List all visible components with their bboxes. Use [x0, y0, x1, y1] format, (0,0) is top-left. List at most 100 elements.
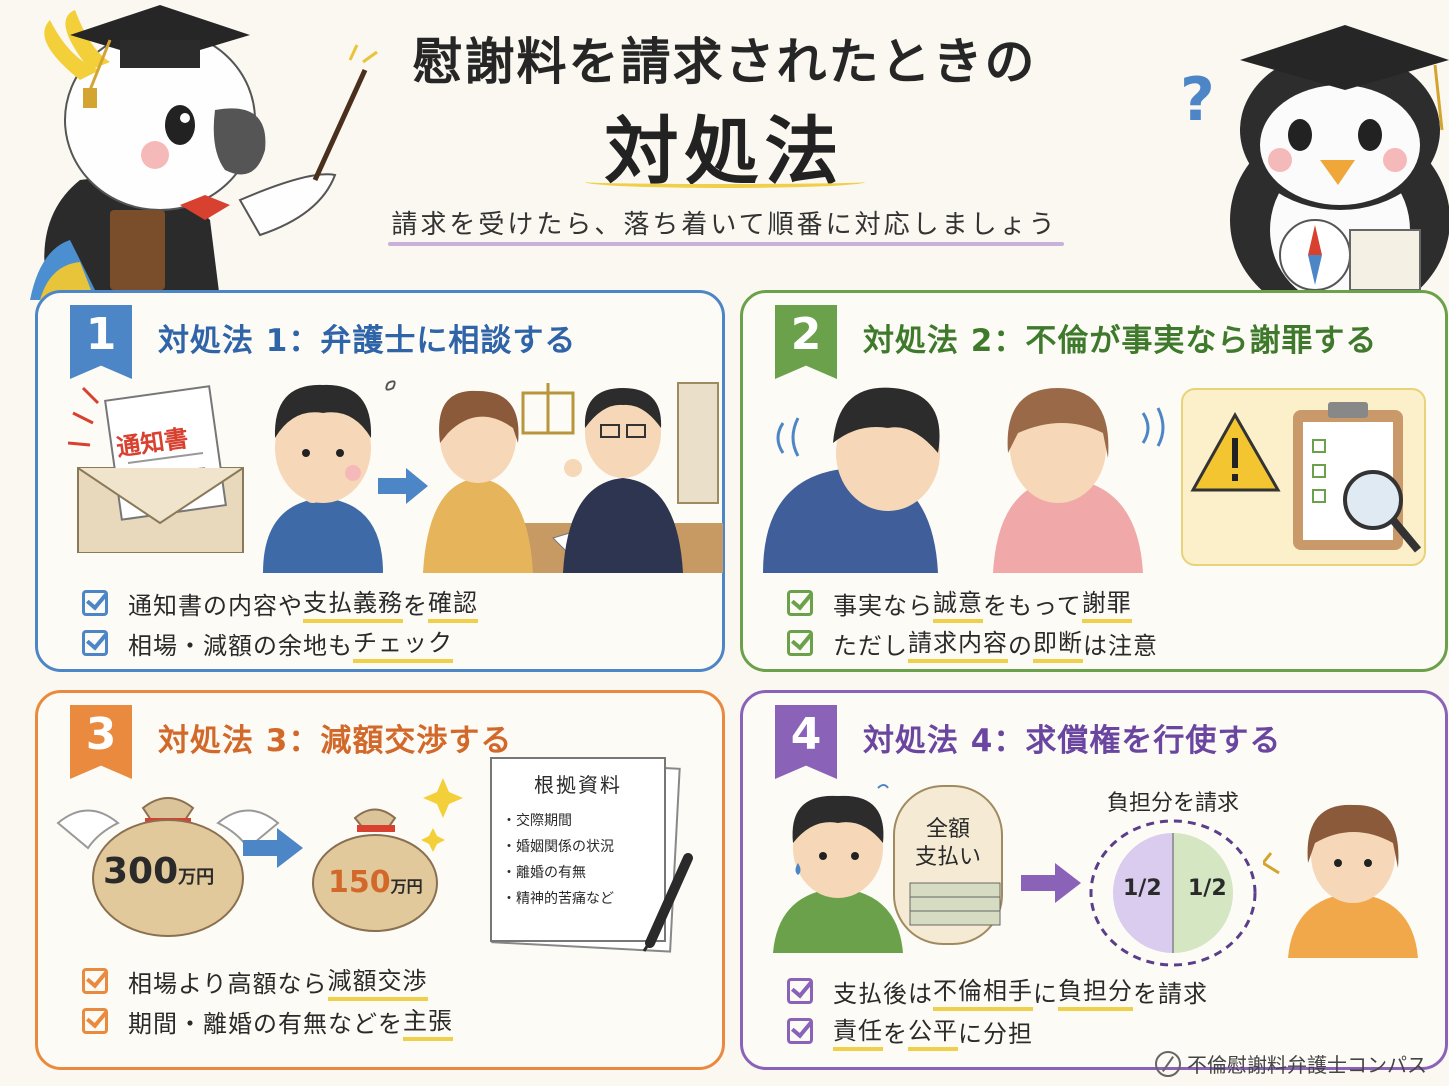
bullet-text: を — [883, 1019, 908, 1048]
evidence-item: ・精神的苦痛など — [502, 891, 614, 907]
bullet-highlight: 即断 — [1033, 623, 1083, 663]
bullet-text: をもって — [983, 591, 1082, 620]
share-claim-label: 負担分を請求 — [1106, 791, 1239, 816]
amount-after-value: 150 — [328, 865, 391, 900]
arrow-right-icon — [1021, 863, 1081, 903]
compass-icon — [1155, 1050, 1181, 1077]
cash-stack-icon — [908, 878, 1003, 928]
money-bag-icon — [293, 773, 468, 933]
bullet-text: に — [1033, 979, 1058, 1008]
full-payment-label-1: 全額 — [925, 817, 970, 842]
penguin-character-icon: ? — [1180, 20, 1449, 320]
bullet-item: ただし請求内容の即断は注意 — [787, 623, 1158, 663]
amount-before: 300万円 — [103, 851, 214, 892]
panel-2-apologize: 2 対処法 2：不倫が事実なら謝罪する — [740, 290, 1448, 672]
notice-letter-icon — [67, 373, 248, 554]
split-circle-icon — [1088, 818, 1258, 968]
bullet-item: 相場・減額の余地もチェック — [82, 623, 478, 663]
cockatoo-character-icon — [10, 0, 380, 300]
page-title-line1: 慰謝料を請求されたときの — [412, 33, 1037, 91]
arrow-right-icon — [243, 828, 303, 868]
panel-1-consult-lawyer: 1 対処法 1：弁護士に相談する 通知書 — [35, 290, 725, 672]
evidence-item: ・交際期間 — [502, 813, 572, 829]
page-subtitle: 請求を受けたら、落ち着いて順番に対応しましょう — [391, 210, 1058, 240]
panel-1-title: 対処法 1：弁護士に相談する — [158, 323, 577, 359]
full-payment-label-2: 支払い — [914, 845, 981, 870]
bullet-text: を請求 — [1133, 979, 1208, 1008]
subtitle-underline — [388, 242, 1064, 246]
check-icon — [82, 1008, 108, 1034]
bullet-highlight: 請求内容 — [908, 623, 1008, 663]
bullet-text: 事実なら — [833, 591, 933, 620]
check-icon — [787, 1018, 813, 1044]
bullet-item: 通知書の内容や支払義務を確認 — [82, 583, 478, 623]
amount-before-value: 300 — [103, 851, 179, 892]
check-icon — [82, 590, 108, 616]
bullet-item: 責任を公平に分担 — [787, 1011, 1208, 1051]
bullet-item: 期間・離婚の有無などを主張 — [82, 1001, 453, 1041]
evidence-item: ・婚姻関係の状況 — [502, 839, 614, 855]
bullet-highlight: 責任 — [833, 1011, 883, 1051]
svg-text:?: ? — [1180, 65, 1215, 135]
footer-brand-text: 不倫慰謝料弁護士コンパス — [1187, 1053, 1427, 1077]
check-icon — [787, 590, 813, 616]
evidence-title: 根拠資料 — [534, 773, 622, 797]
worried-man-illustration — [243, 363, 403, 573]
amount-unit: 万円 — [178, 867, 215, 888]
bullet-highlight: 支払義務 — [303, 583, 403, 623]
check-icon — [787, 978, 813, 1004]
bowing-couple-illustration — [763, 373, 1183, 573]
panel-3-bullets: 相場より高額なら減額交渉 期間・離婚の有無などを主張 — [82, 961, 453, 1041]
bullet-text: 支払後は — [833, 979, 933, 1008]
warning-checklist-card — [1181, 388, 1426, 566]
sparkle-icon — [345, 40, 385, 80]
arrow-right-icon — [378, 468, 428, 504]
bullet-highlight: 謝罪 — [1081, 583, 1132, 623]
check-icon — [82, 968, 108, 994]
panel-4-right-of-recourse: 4 対処法 4：求償権を行使する 全額 支払い 負担分を請求 1/2 1/2 — [740, 690, 1448, 1070]
bullet-text: 通知書の内容や — [128, 591, 303, 620]
panel-3-title: 対処法 3：減額交渉する — [158, 723, 513, 759]
money-bag-with-wings-icon — [53, 778, 283, 938]
bullet-highlight: 負担分 — [1058, 971, 1133, 1011]
bullet-text: 相場・減額の余地も — [128, 631, 353, 660]
title-underline — [585, 176, 865, 188]
panel-2-title: 対処法 2：不倫が事実なら謝罪する — [863, 323, 1378, 359]
step-badge-4: 4 — [775, 705, 837, 779]
bullet-item: 支払後は不倫相手に負担分を請求 — [787, 971, 1208, 1011]
half-share-left: 1/2 — [1123, 876, 1162, 901]
bullet-text: を — [403, 591, 428, 620]
amount-unit: 万円 — [390, 877, 423, 896]
bullet-item: 相場より高額なら減額交渉 — [82, 961, 453, 1001]
bullet-highlight: 確認 — [428, 583, 478, 623]
bullet-text: 期間・離婚の有無などを — [128, 1009, 403, 1038]
evidence-document-front: 根拠資料 ・交際期間 ・婚姻関係の状況 ・離婚の有無 ・精神的苦痛など — [490, 757, 666, 942]
bullet-highlight: 誠意 — [933, 583, 983, 623]
amount-after: 150万円 — [328, 865, 423, 900]
check-icon — [787, 630, 813, 656]
step-badge-2: 2 — [775, 305, 837, 379]
half-share-right: 1/2 — [1188, 876, 1227, 901]
affair-partner-illustration — [1261, 793, 1433, 958]
panel-1-bullets: 通知書の内容や支払義務を確認 相場・減額の余地もチェック — [82, 583, 478, 663]
lawyer-consultation-illustration — [423, 373, 723, 573]
step-badge-1: 1 — [70, 305, 132, 379]
panel-4-title: 対処法 4：求償権を行使する — [863, 723, 1282, 759]
bullet-text: は注意 — [1083, 631, 1158, 660]
bullet-text: 相場より高額なら — [128, 969, 328, 998]
bullet-item: 事実なら誠意をもって謝罪 — [787, 583, 1158, 623]
bullet-highlight: 主張 — [403, 1001, 453, 1041]
bullet-highlight: 公平 — [908, 1011, 958, 1051]
panel-3-negotiate-reduction: 3 対処法 3：減額交渉する 300万円 150万円 根拠資料 — [35, 690, 725, 1070]
bullet-highlight: チェック — [353, 623, 453, 663]
panel-4-bullets: 支払後は不倫相手に負担分を請求 責任を公平に分担 — [787, 971, 1208, 1051]
step-badge-3: 3 — [70, 705, 132, 779]
panel-2-bullets: 事実なら誠意をもって謝罪 ただし請求内容の即断は注意 — [787, 583, 1158, 663]
bullet-text: に分担 — [958, 1019, 1033, 1048]
bullet-text: ただし — [833, 631, 908, 660]
pen-icon — [638, 853, 698, 953]
check-icon — [82, 630, 108, 656]
footer-brand: 不倫慰謝料弁護士コンパス — [1155, 1049, 1427, 1078]
paying-man-illustration — [763, 778, 913, 953]
evidence-item: ・離婚の有無 — [502, 865, 586, 881]
